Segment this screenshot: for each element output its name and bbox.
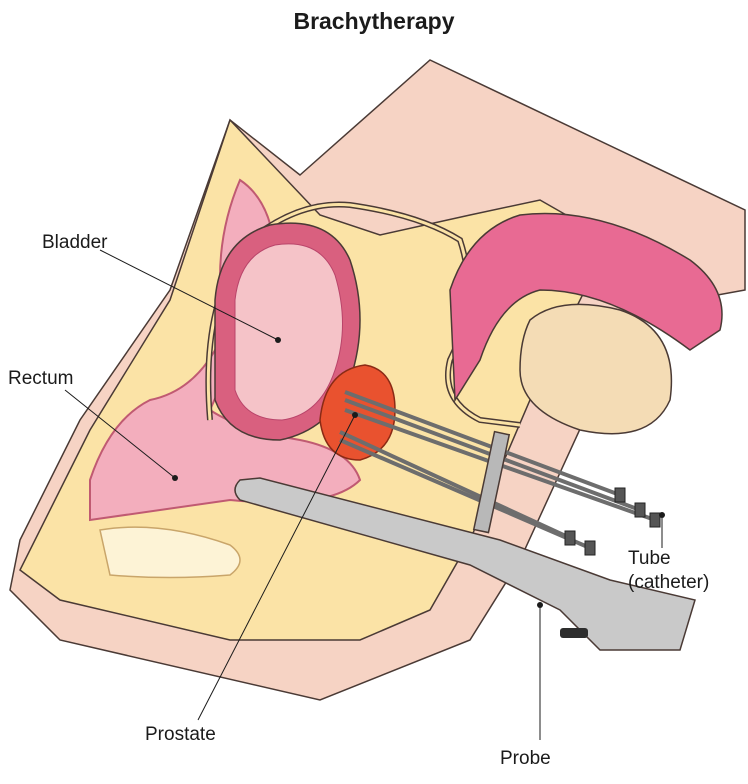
diagram-title: Brachytherapy — [0, 8, 748, 35]
label-probe: Probe — [500, 748, 551, 770]
label-prostate: Prostate — [145, 724, 216, 746]
label-rectum: Rectum — [8, 368, 73, 390]
probe-slot — [560, 628, 588, 638]
label-bladder: Bladder — [42, 232, 108, 254]
label-tube-line1: Tube — [628, 548, 671, 570]
label-tube-line2: (catheter) — [628, 572, 709, 594]
